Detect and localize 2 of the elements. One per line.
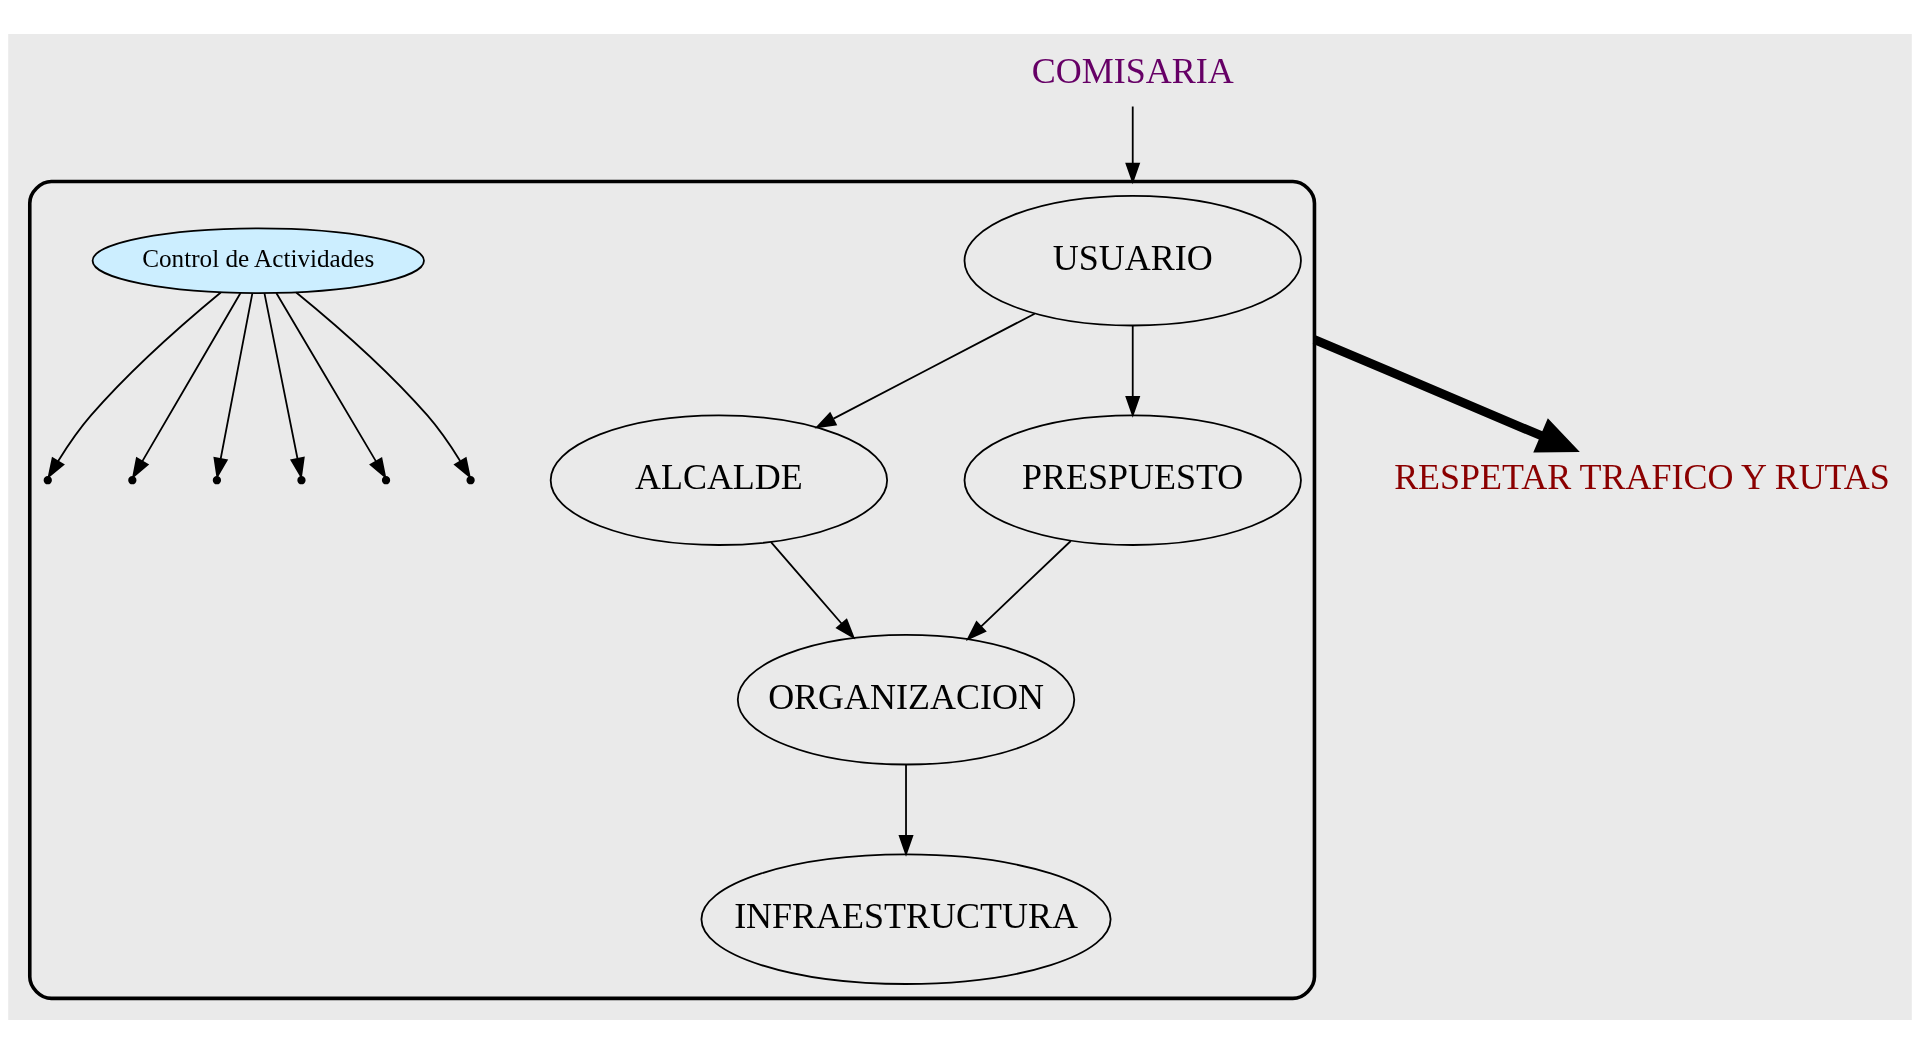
node-text: COMISARIA xyxy=(1031,50,1234,91)
node-text: RESPETAR TRAFICO Y RUTAS xyxy=(1394,456,1890,497)
